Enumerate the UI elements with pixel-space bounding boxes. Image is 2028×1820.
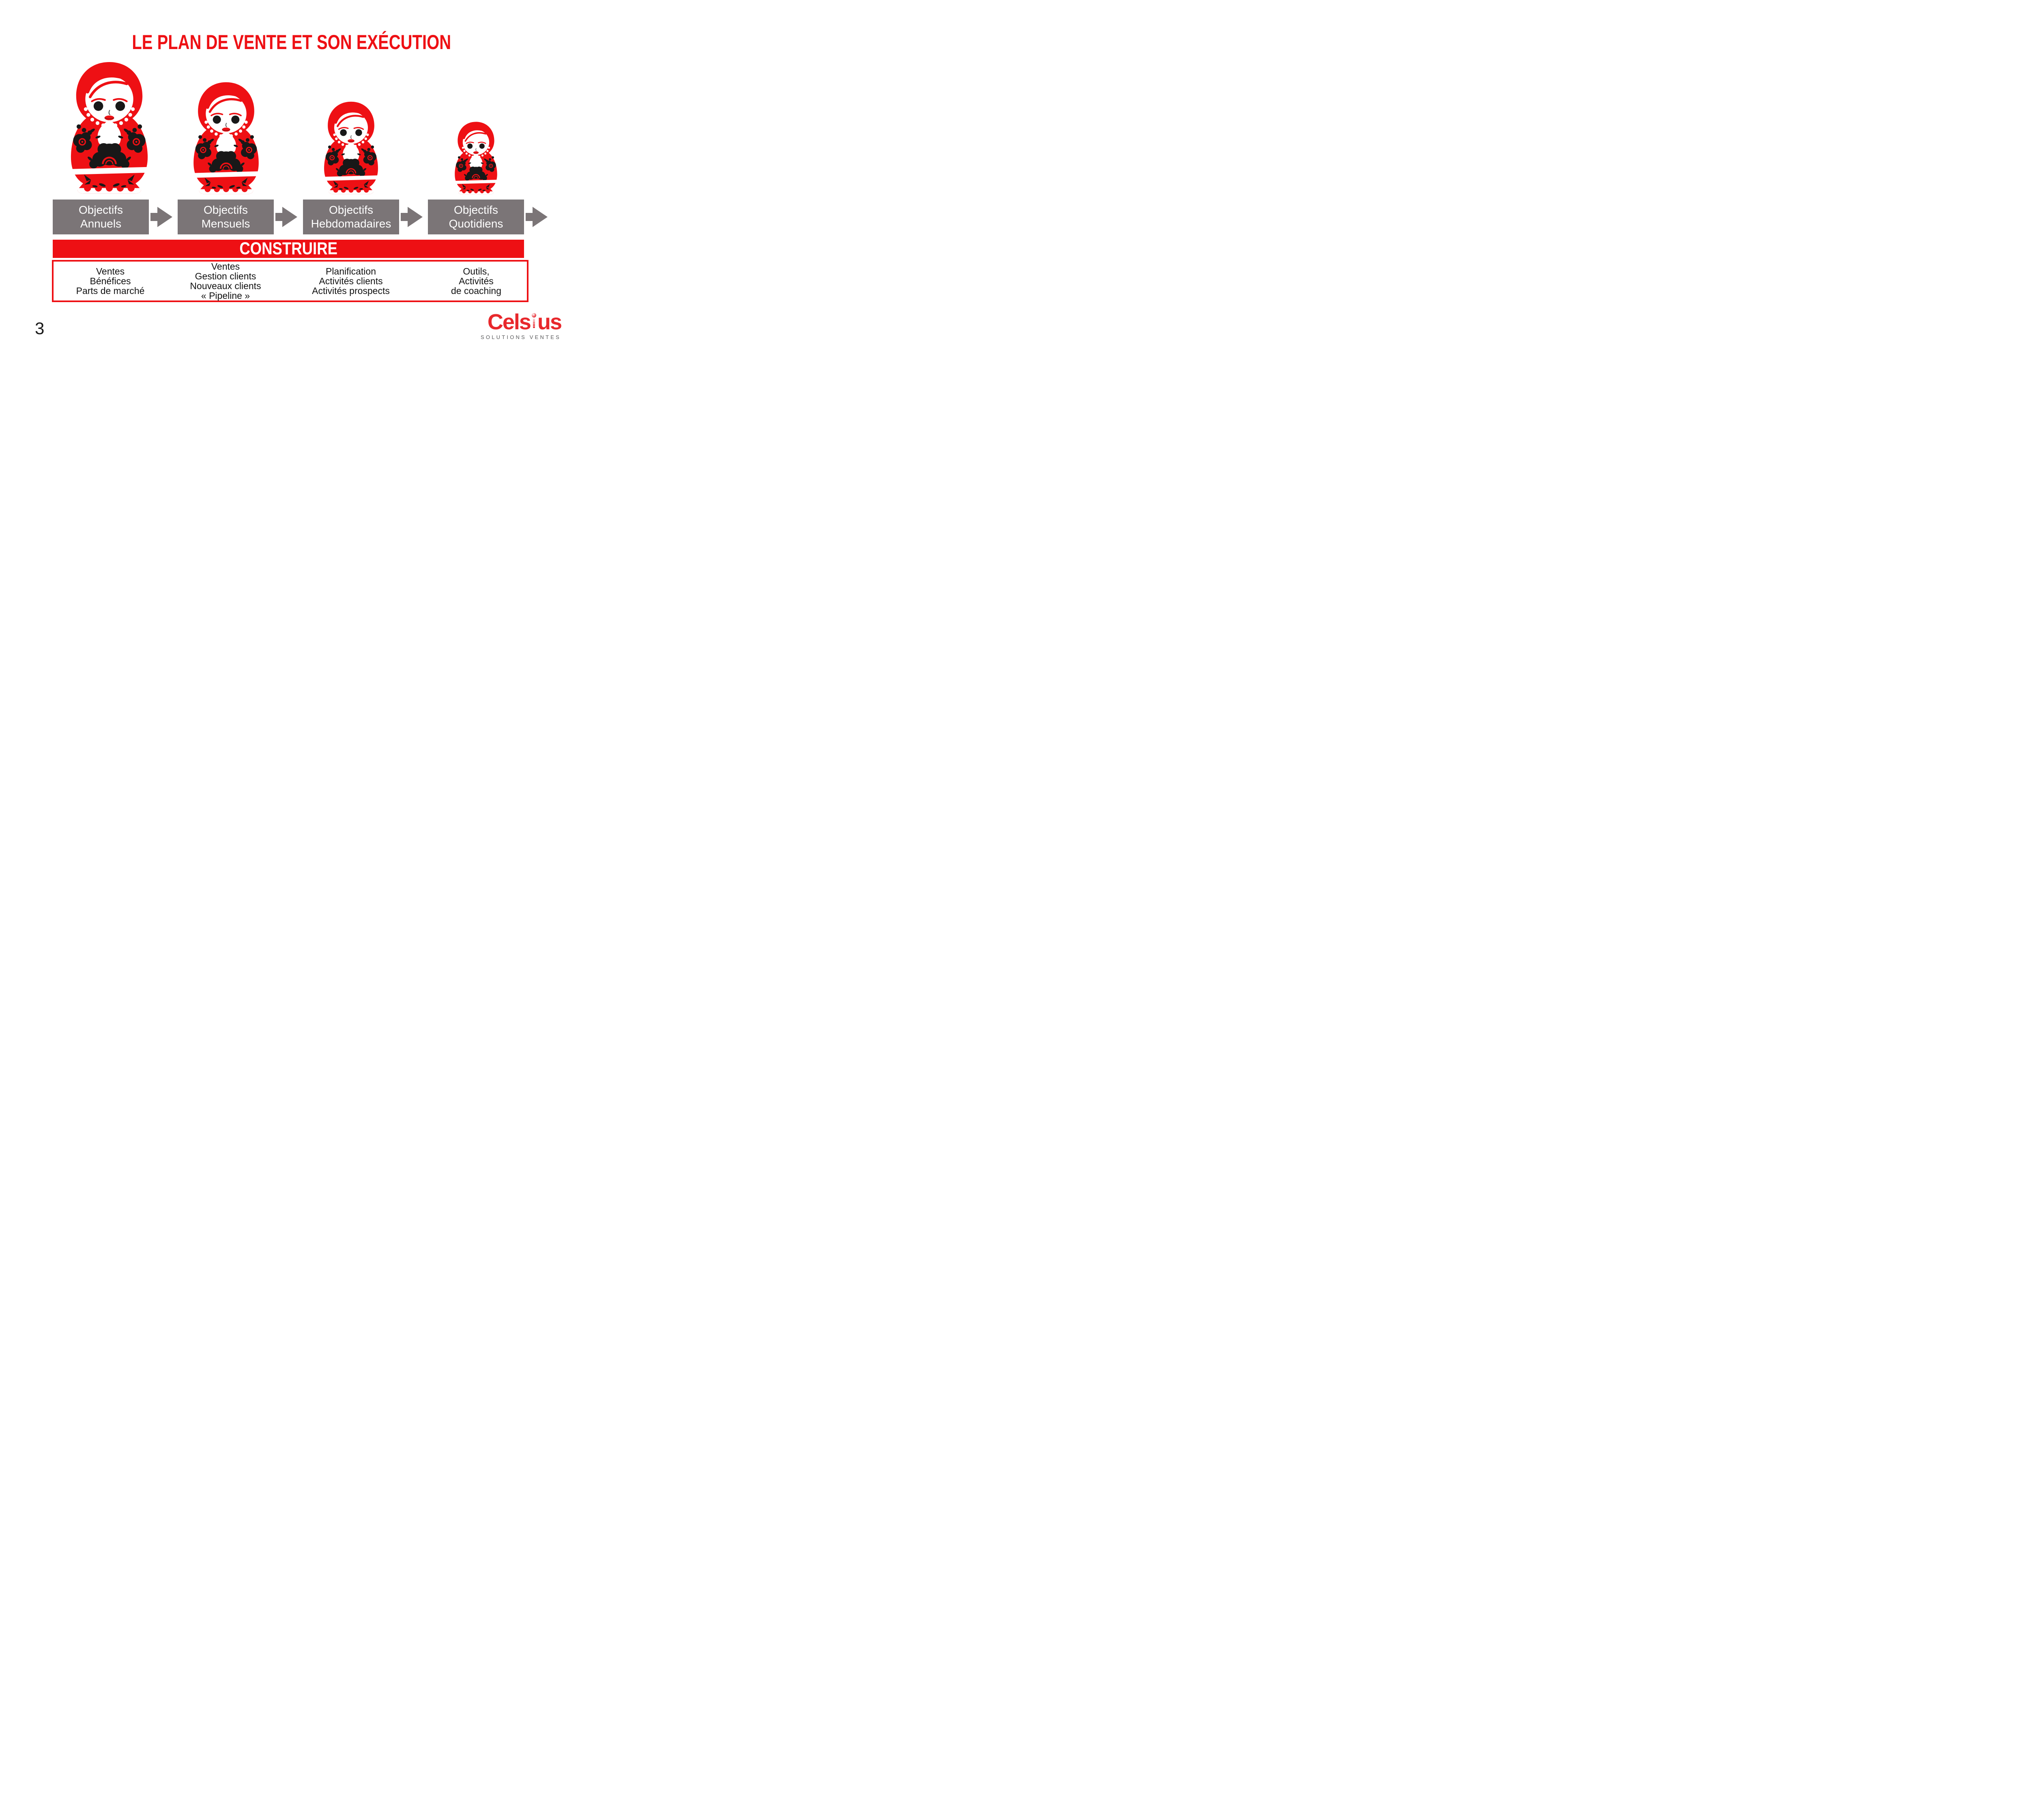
- detail-line: Ventes: [96, 266, 125, 277]
- thermometer-tube-icon: [533, 318, 535, 328]
- arrow-right-icon: [401, 207, 423, 227]
- matryoshka-doll-hebdomadaires: [320, 97, 382, 195]
- step-box-annuels: Objectifs Annuels: [53, 200, 172, 234]
- detail-line: Gestion clients: [195, 271, 256, 281]
- detail-line: « Pipeline »: [201, 290, 250, 301]
- detail-line: Nouveaux clients: [190, 281, 261, 291]
- details-box: Ventes Bénéfices Parts de marché Ventes …: [52, 260, 528, 302]
- page-number: 3: [35, 319, 45, 338]
- step-box-quotidiens: Objectifs Quotidiens: [428, 200, 548, 234]
- detail-line: Planification: [325, 266, 376, 277]
- matryoshka-doll-quotidiens: [452, 118, 500, 195]
- detail-line: Outils,: [463, 266, 490, 277]
- arrow-right-icon: [275, 207, 298, 227]
- construire-banner: CONSTRUIRE: [53, 240, 524, 258]
- matryoshka-doll-mensuels: [189, 77, 263, 195]
- step-label: Objectifs Quotidiens: [449, 204, 503, 230]
- slide: LE PLAN DE VENTE ET SON EXÉCUTION Object…: [0, 0, 583, 364]
- step-box-hebdomadaires: Objectifs Hebdomadaires: [303, 200, 423, 234]
- details-column-mensuels: Ventes Gestion clients Nouveaux clients …: [175, 262, 276, 300]
- detail-line: de coaching: [451, 285, 502, 296]
- detail-line: Parts de marché: [76, 285, 145, 296]
- celsius-tagline: SOLUTIONS VENTES: [481, 334, 561, 340]
- details-column-hebdomadaires: Planification Activités clients Activité…: [300, 262, 402, 300]
- details-column-annuels: Ventes Bénéfices Parts de marché: [60, 262, 161, 300]
- detail-line: Activités clients: [319, 276, 383, 286]
- step-label: Objectifs Mensuels: [201, 204, 250, 230]
- detail-line: Ventes: [211, 261, 240, 272]
- page-title: LE PLAN DE VENTE ET SON EXÉCUTION: [132, 31, 451, 54]
- detail-line: Activités: [459, 276, 494, 286]
- step-box-mensuels: Objectifs Mensuels: [178, 200, 297, 234]
- step-label: Objectifs Hebdomadaires: [311, 204, 391, 230]
- arrow-right-icon: [150, 207, 173, 227]
- matryoshka-doll-annuels: [66, 56, 153, 195]
- details-column-quotidiens: Outils, Activités de coaching: [425, 262, 527, 300]
- thermometer-ball-icon: [531, 313, 536, 318]
- thermometer-i-icon: [531, 313, 537, 329]
- step-label: Objectifs Annuels: [79, 204, 123, 230]
- detail-line: Bénéfices: [90, 276, 131, 286]
- arrow-right-icon: [526, 207, 548, 227]
- detail-line: Activités prospects: [312, 285, 390, 296]
